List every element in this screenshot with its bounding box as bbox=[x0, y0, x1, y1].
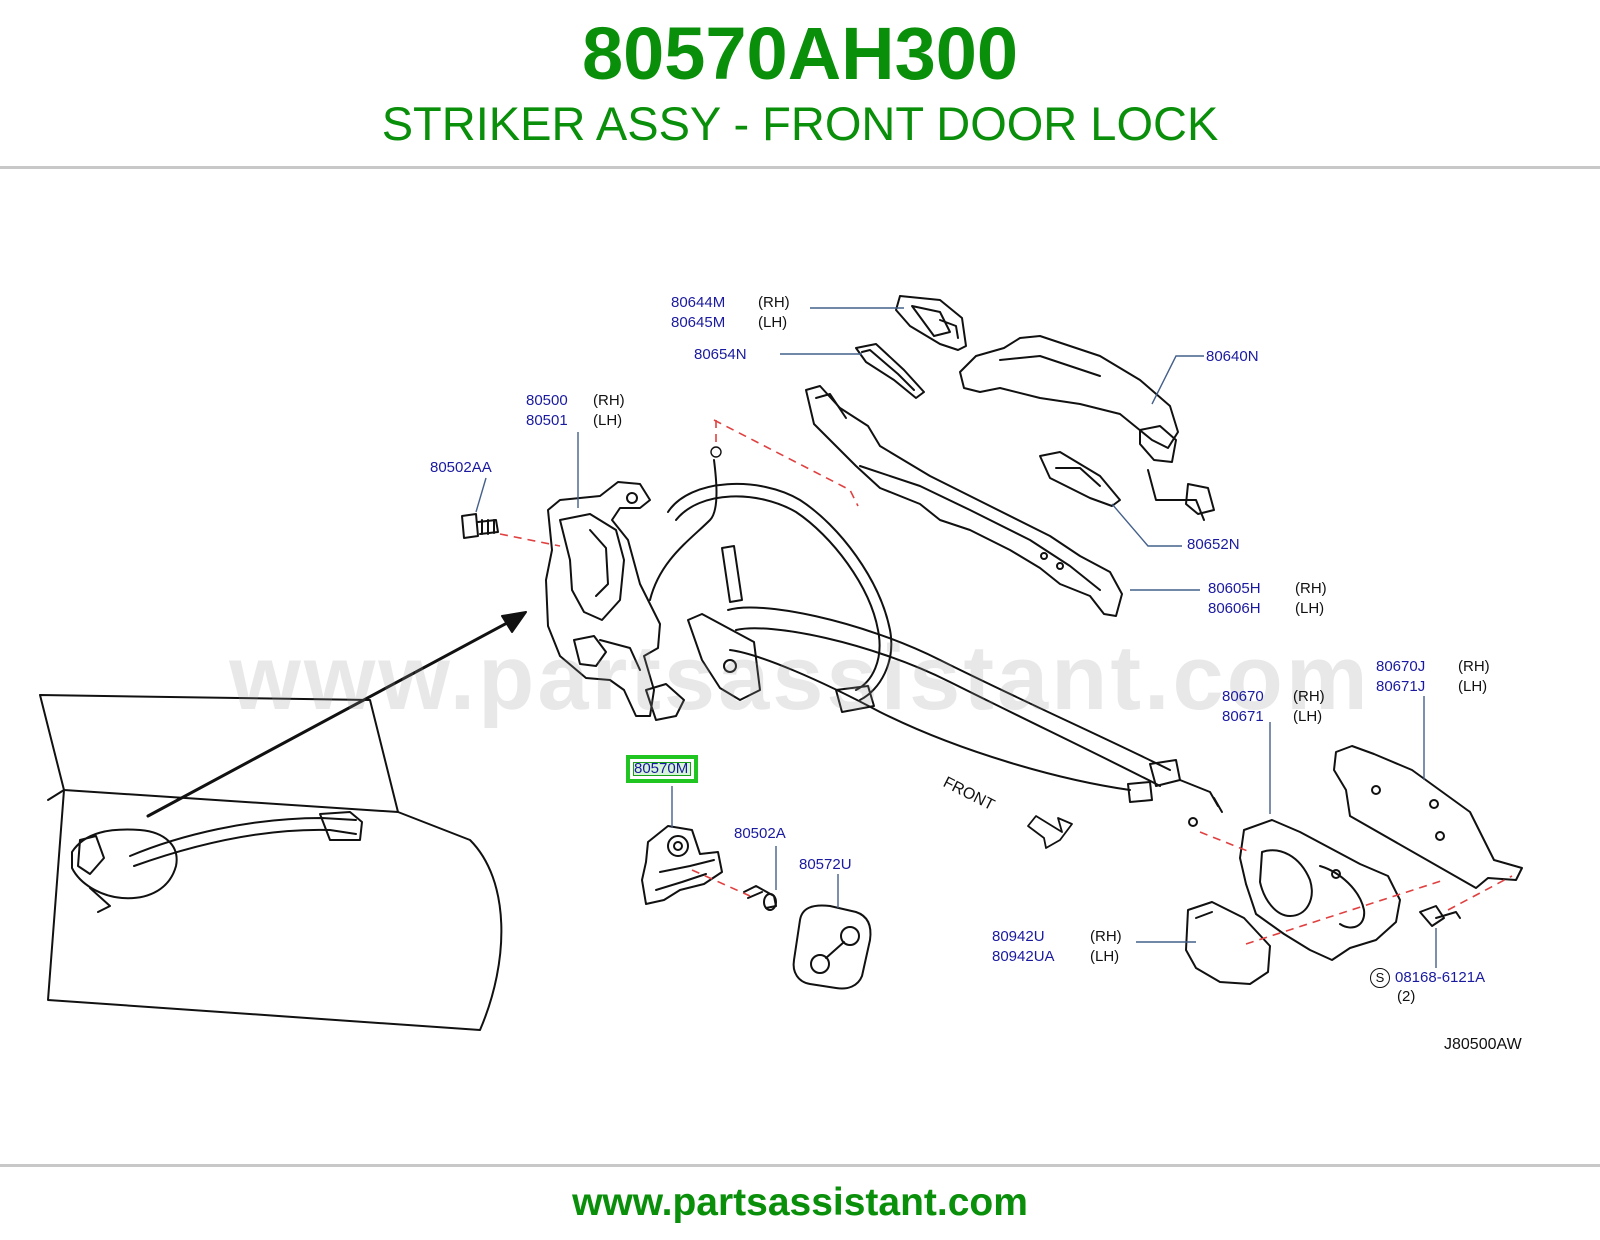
striker-80570m-illustration bbox=[641, 825, 723, 905]
side-label: (LH) bbox=[1090, 948, 1120, 965]
part-80500-link[interactable]: 80500 bbox=[526, 392, 568, 409]
screw-08168-illustration bbox=[1419, 905, 1461, 927]
part-80572u-link[interactable]: 80572U bbox=[799, 856, 852, 873]
door-lock-actuator-illustration bbox=[545, 481, 685, 721]
part-80502a-link[interactable]: 80502A bbox=[734, 825, 786, 842]
footer-divider bbox=[0, 1164, 1600, 1167]
selected-part-highlight bbox=[626, 755, 698, 783]
front-direction-arrow bbox=[1027, 815, 1073, 849]
part-80644m-link[interactable]: 80644M bbox=[671, 294, 726, 311]
side-label: (RH) bbox=[593, 392, 625, 409]
inside-handle-80670-illustration bbox=[1239, 819, 1401, 961]
part-80671j-link[interactable]: 80671J bbox=[1376, 678, 1426, 695]
pointer-arrow bbox=[146, 611, 527, 818]
side-label: (RH) bbox=[1458, 658, 1490, 675]
assembly-dashed-lines bbox=[499, 419, 1513, 945]
part-80640n-link[interactable]: 80640N bbox=[1206, 348, 1259, 365]
escutcheon-80644m-illustration bbox=[895, 295, 967, 351]
cover-80652n-illustration bbox=[1039, 451, 1121, 507]
gasket-80654n-illustration bbox=[855, 343, 925, 399]
side-label: (LH) bbox=[1458, 678, 1488, 695]
cable-assembly-illustration bbox=[649, 459, 1223, 827]
s-symbol-icon: S bbox=[1370, 968, 1390, 988]
shim-80572u-illustration bbox=[792, 904, 872, 990]
part-80671-link[interactable]: 80671 bbox=[1222, 708, 1264, 725]
part-08168-6121a-link[interactable]: 08168-6121A bbox=[1395, 969, 1486, 986]
part-80670-link[interactable]: 80670 bbox=[1222, 688, 1264, 705]
bezel-80942u-illustration bbox=[1185, 901, 1271, 985]
side-label: (LH) bbox=[1293, 708, 1323, 725]
part-80670j-link[interactable]: 80670J bbox=[1376, 658, 1426, 675]
leader-lines bbox=[475, 307, 1437, 968]
side-label: (RH) bbox=[758, 294, 790, 311]
footer-url[interactable]: www.partsassistant.com bbox=[572, 1181, 1028, 1224]
side-label: (LH) bbox=[593, 412, 623, 429]
side-label: (RH) bbox=[1295, 580, 1327, 597]
part-80652n-link[interactable]: 80652N bbox=[1187, 536, 1240, 553]
header-divider bbox=[0, 166, 1600, 169]
part-name-subtitle: STRIKER ASSY - FRONT DOOR LOCK bbox=[381, 97, 1219, 150]
screw-80502a-illustration bbox=[743, 885, 777, 911]
part-80570m-link[interactable]: 80570M bbox=[634, 760, 689, 777]
part-80606h-link[interactable]: 80606H bbox=[1208, 600, 1261, 617]
side-label: (LH) bbox=[758, 314, 788, 331]
part-80605h-link[interactable]: 80605H bbox=[1208, 580, 1261, 597]
bracket-80605h-illustration bbox=[805, 385, 1123, 617]
diagram-panel bbox=[0, 268, 1600, 1068]
bolt-80502aa-illustration bbox=[461, 513, 499, 539]
outside-handle-80640n-illustration bbox=[959, 335, 1215, 521]
side-label: (RH) bbox=[1293, 688, 1325, 705]
part-80502aa-link[interactable]: 80502AA bbox=[430, 459, 492, 476]
part-number-title: 80570AH300 bbox=[581, 12, 1019, 95]
part-80645m-link[interactable]: 80645M bbox=[671, 314, 726, 331]
quantity-label: (2) bbox=[1397, 988, 1416, 1005]
trim-bracket-80670j-illustration bbox=[1333, 745, 1523, 889]
drawing-id: J80500AW bbox=[1444, 1036, 1522, 1053]
watermark: www.partsassistant.com bbox=[229, 627, 1371, 729]
part-80942u-link[interactable]: 80942U bbox=[992, 928, 1045, 945]
part-80501-link[interactable]: 80501 bbox=[526, 412, 568, 429]
side-label: (LH) bbox=[1295, 600, 1325, 617]
door-outline-illustration bbox=[39, 694, 503, 1031]
part-80654n-link[interactable]: 80654N bbox=[694, 346, 747, 363]
side-label: (RH) bbox=[1090, 928, 1122, 945]
part-80942ua-link[interactable]: 80942UA bbox=[992, 948, 1055, 965]
